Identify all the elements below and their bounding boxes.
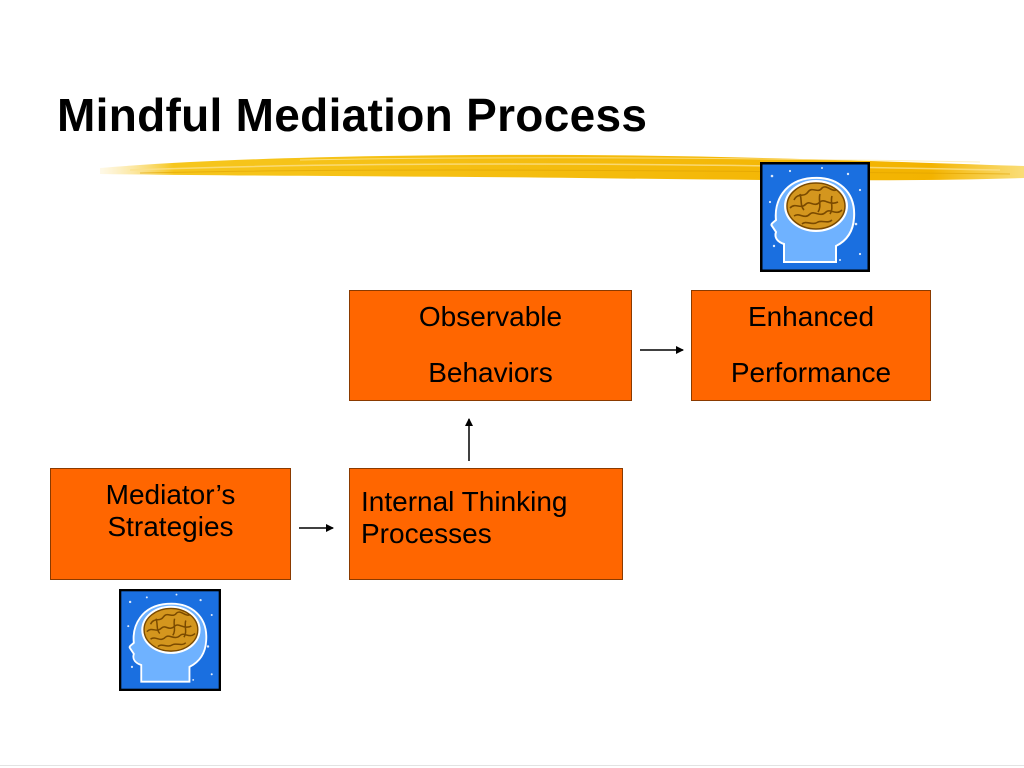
box-label-line1: Internal Thinking (361, 486, 568, 517)
page-title: Mindful Mediation Process (57, 89, 648, 141)
title-underline-brush (100, 154, 1024, 181)
box-label-line2: Strategies (107, 511, 234, 543)
box-label-line2: Processes (361, 518, 492, 550)
box-label-line1: Observable (418, 301, 563, 332)
mediators-strategies-box: Mediator’s Strategies (50, 468, 291, 580)
box-label-line1: Mediator’s (105, 479, 236, 510)
observable-behaviors-box: Observable Behaviors (349, 290, 632, 401)
head-with-brain-icon (760, 162, 870, 272)
bottom-divider (0, 765, 1024, 766)
box-label-line2: Performance (730, 357, 892, 389)
head-with-brain-icon (119, 589, 221, 691)
internal-thinking-processes-box: Internal Thinking Processes (349, 468, 623, 580)
box-label-line2: Behaviors (428, 357, 553, 389)
box-label-line1: Enhanced (747, 301, 875, 332)
enhanced-performance-box: Enhanced Performance (691, 290, 931, 401)
